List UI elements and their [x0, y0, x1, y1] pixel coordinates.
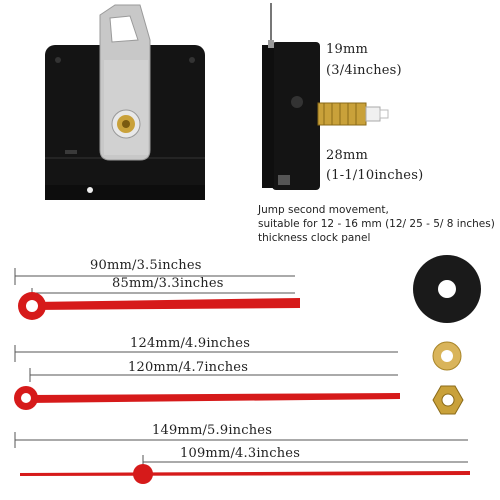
- shaft-front: [111, 109, 141, 139]
- hour-hand-short-label: 85mm/3.3inches: [112, 276, 224, 291]
- minute-hand-full-label: 124mm/4.9inches: [130, 336, 251, 351]
- second-hand-full-label: 149mm/5.9inches: [152, 423, 273, 438]
- hour-hand: [14, 268, 300, 320]
- minute-hand: [14, 345, 400, 410]
- movement-side-view: [262, 3, 320, 190]
- rubber-washer: [413, 255, 481, 323]
- minute-hand-short-label: 120mm/4.7inches: [128, 360, 249, 375]
- shaft-length-label: 19mm: [326, 42, 368, 57]
- shaft-length-imperial-label: (3/4inches): [326, 63, 402, 78]
- total-length-label: 28mm: [326, 148, 368, 163]
- shaft-side: [317, 102, 389, 126]
- brass-washer: [432, 341, 462, 371]
- total-length-imperial-label: (1-1/10inches): [326, 168, 424, 183]
- description-line-2: suitable for 12 - 16 mm (12/ 25 - 5/ 8 i…: [258, 218, 495, 230]
- description-line-3: thickness clock panel: [258, 232, 371, 244]
- second-hand-short-label: 109mm/4.3inches: [180, 446, 301, 461]
- hex-nut: [432, 385, 464, 415]
- description-line-1: Jump second movement,: [258, 204, 389, 216]
- second-hand: [14, 432, 470, 484]
- hour-hand-full-label: 90mm/3.5inches: [90, 258, 202, 273]
